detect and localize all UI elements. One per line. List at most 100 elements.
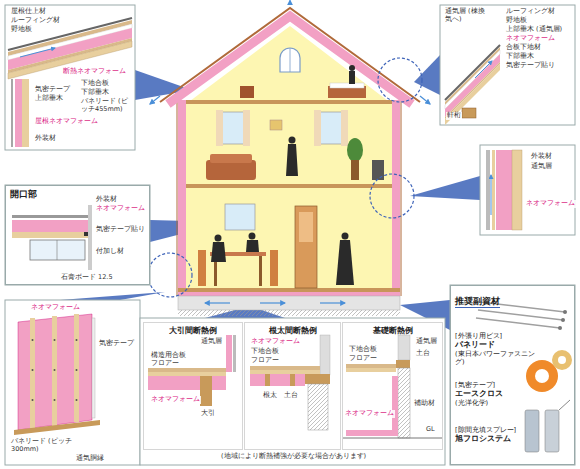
floor-details-part xyxy=(148,368,226,372)
house-part xyxy=(148,253,192,297)
part-label: 気密テープ貼り xyxy=(95,226,146,234)
part-label: 補助材 xyxy=(413,400,436,408)
part-label: 軒桁 xyxy=(446,112,462,120)
roof-detail-part xyxy=(20,48,55,57)
wall-detail-part xyxy=(492,150,495,230)
wall-3d-detail-part xyxy=(18,314,92,430)
part-label: 野地板 xyxy=(505,17,528,25)
house-part xyxy=(286,144,298,176)
part-label: 下部垂木 xyxy=(505,53,535,61)
part-label: 屋根ネオマフォーム xyxy=(34,118,99,126)
wall-detail-part xyxy=(512,150,522,230)
house-part xyxy=(215,235,222,242)
house-part xyxy=(351,160,359,180)
house-part xyxy=(370,174,414,218)
item-text: 旭フロシステム xyxy=(455,434,527,444)
house-part xyxy=(330,83,364,88)
wall-3d-detail-part-part xyxy=(32,369,34,371)
panel-title: 根太間断熱例 xyxy=(247,326,338,336)
house-part xyxy=(341,110,348,146)
house-part xyxy=(240,86,254,98)
roof-detail-part xyxy=(22,79,29,147)
materials-pictures-part-part xyxy=(563,310,567,314)
opening-detail-part xyxy=(12,215,88,218)
item-text: (東日本パワーファスニング) xyxy=(455,350,537,366)
house-part xyxy=(186,104,392,290)
item-text: [気密テープ] xyxy=(455,381,525,389)
wall-3d-detail-part xyxy=(14,420,100,435)
wall-3d-detail-part xyxy=(52,316,57,426)
floor-details-part xyxy=(392,376,398,436)
floor-details-part xyxy=(308,384,328,430)
opening-detail-part xyxy=(57,240,58,260)
part-label: 気密テープ xyxy=(98,340,135,348)
part-label: フロアー xyxy=(150,360,180,368)
part-label: ネオマフォーム xyxy=(250,338,301,346)
house-part xyxy=(270,120,282,130)
house-part xyxy=(225,204,255,230)
house-part xyxy=(210,154,252,163)
floor-details-part xyxy=(346,430,392,436)
materials-pictures-part xyxy=(545,410,559,452)
floor-details-part xyxy=(250,370,320,374)
house-part-part xyxy=(320,302,345,303)
floor-details-part xyxy=(398,335,410,360)
wall-3d-detail-part-part xyxy=(76,339,78,341)
house-part-part xyxy=(205,302,230,303)
wall-3d-detail xyxy=(5,300,140,465)
house-part-part xyxy=(150,96,160,104)
floor-details-part xyxy=(148,376,226,390)
house-part xyxy=(220,112,246,144)
wall-3d-detail-part xyxy=(32,339,78,401)
part-label: 上部垂木 (通気層) xyxy=(505,26,563,34)
callout-wedge-part xyxy=(414,55,440,95)
materials-pictures-part-part xyxy=(558,326,562,330)
part-label: 土台 xyxy=(415,350,431,358)
house-part xyxy=(318,112,344,144)
part-label: パネリード (ピッチ455mm) xyxy=(80,98,132,114)
part-label: 下地合板 xyxy=(250,348,280,356)
floor-details-part xyxy=(226,335,232,372)
house-part xyxy=(378,58,422,102)
house-part xyxy=(150,1,430,304)
eave-detail-part xyxy=(445,54,500,117)
wall-3d-detail-part xyxy=(5,300,140,465)
materials-pictures xyxy=(450,285,575,465)
part-label: 外装材 xyxy=(530,153,553,161)
part-label: 外装材 xyxy=(95,196,118,204)
callout-wedge-part xyxy=(410,176,480,200)
wall-3d-detail-part-part xyxy=(54,369,56,371)
house-part xyxy=(186,100,392,104)
wall-detail-part xyxy=(480,145,575,235)
part-label: 気密テープ貼り xyxy=(505,62,556,70)
wall-detail-part xyxy=(496,150,512,230)
panel-title: 大引間断熱例 xyxy=(146,326,240,336)
house-part xyxy=(299,212,313,242)
floor-details-part xyxy=(148,372,226,376)
wall-3d-detail-part-part xyxy=(32,399,34,401)
house-part xyxy=(314,110,321,146)
callout-wedge-part xyxy=(60,292,165,300)
part-label: ネオマフォーム xyxy=(344,410,395,418)
floor-details-part xyxy=(290,374,295,386)
part-label: フロアー xyxy=(250,357,280,365)
materials-pictures-part xyxy=(558,310,567,330)
floor-details-part xyxy=(200,376,212,406)
part-label: 通気層 xyxy=(200,338,223,346)
house-part xyxy=(349,65,355,71)
house-part-part xyxy=(420,96,430,104)
house-part xyxy=(160,8,420,102)
eave-detail xyxy=(440,5,575,125)
part-label: 通気胴縁 xyxy=(75,455,105,463)
floor-details-part xyxy=(250,366,320,370)
eave-detail-part xyxy=(475,61,492,78)
house-part xyxy=(168,16,412,104)
materials-pictures-part-part xyxy=(478,310,563,320)
part-label: 断熱ネオマフォーム xyxy=(62,68,127,76)
floor-details-part xyxy=(346,364,396,368)
materials-pictures-part xyxy=(558,356,566,364)
house-part-part xyxy=(260,302,285,303)
part-label: (地域により断熱補強が必要な場合があります) xyxy=(220,453,367,461)
house-part xyxy=(270,250,278,286)
wall-3d-detail-part xyxy=(30,318,35,428)
